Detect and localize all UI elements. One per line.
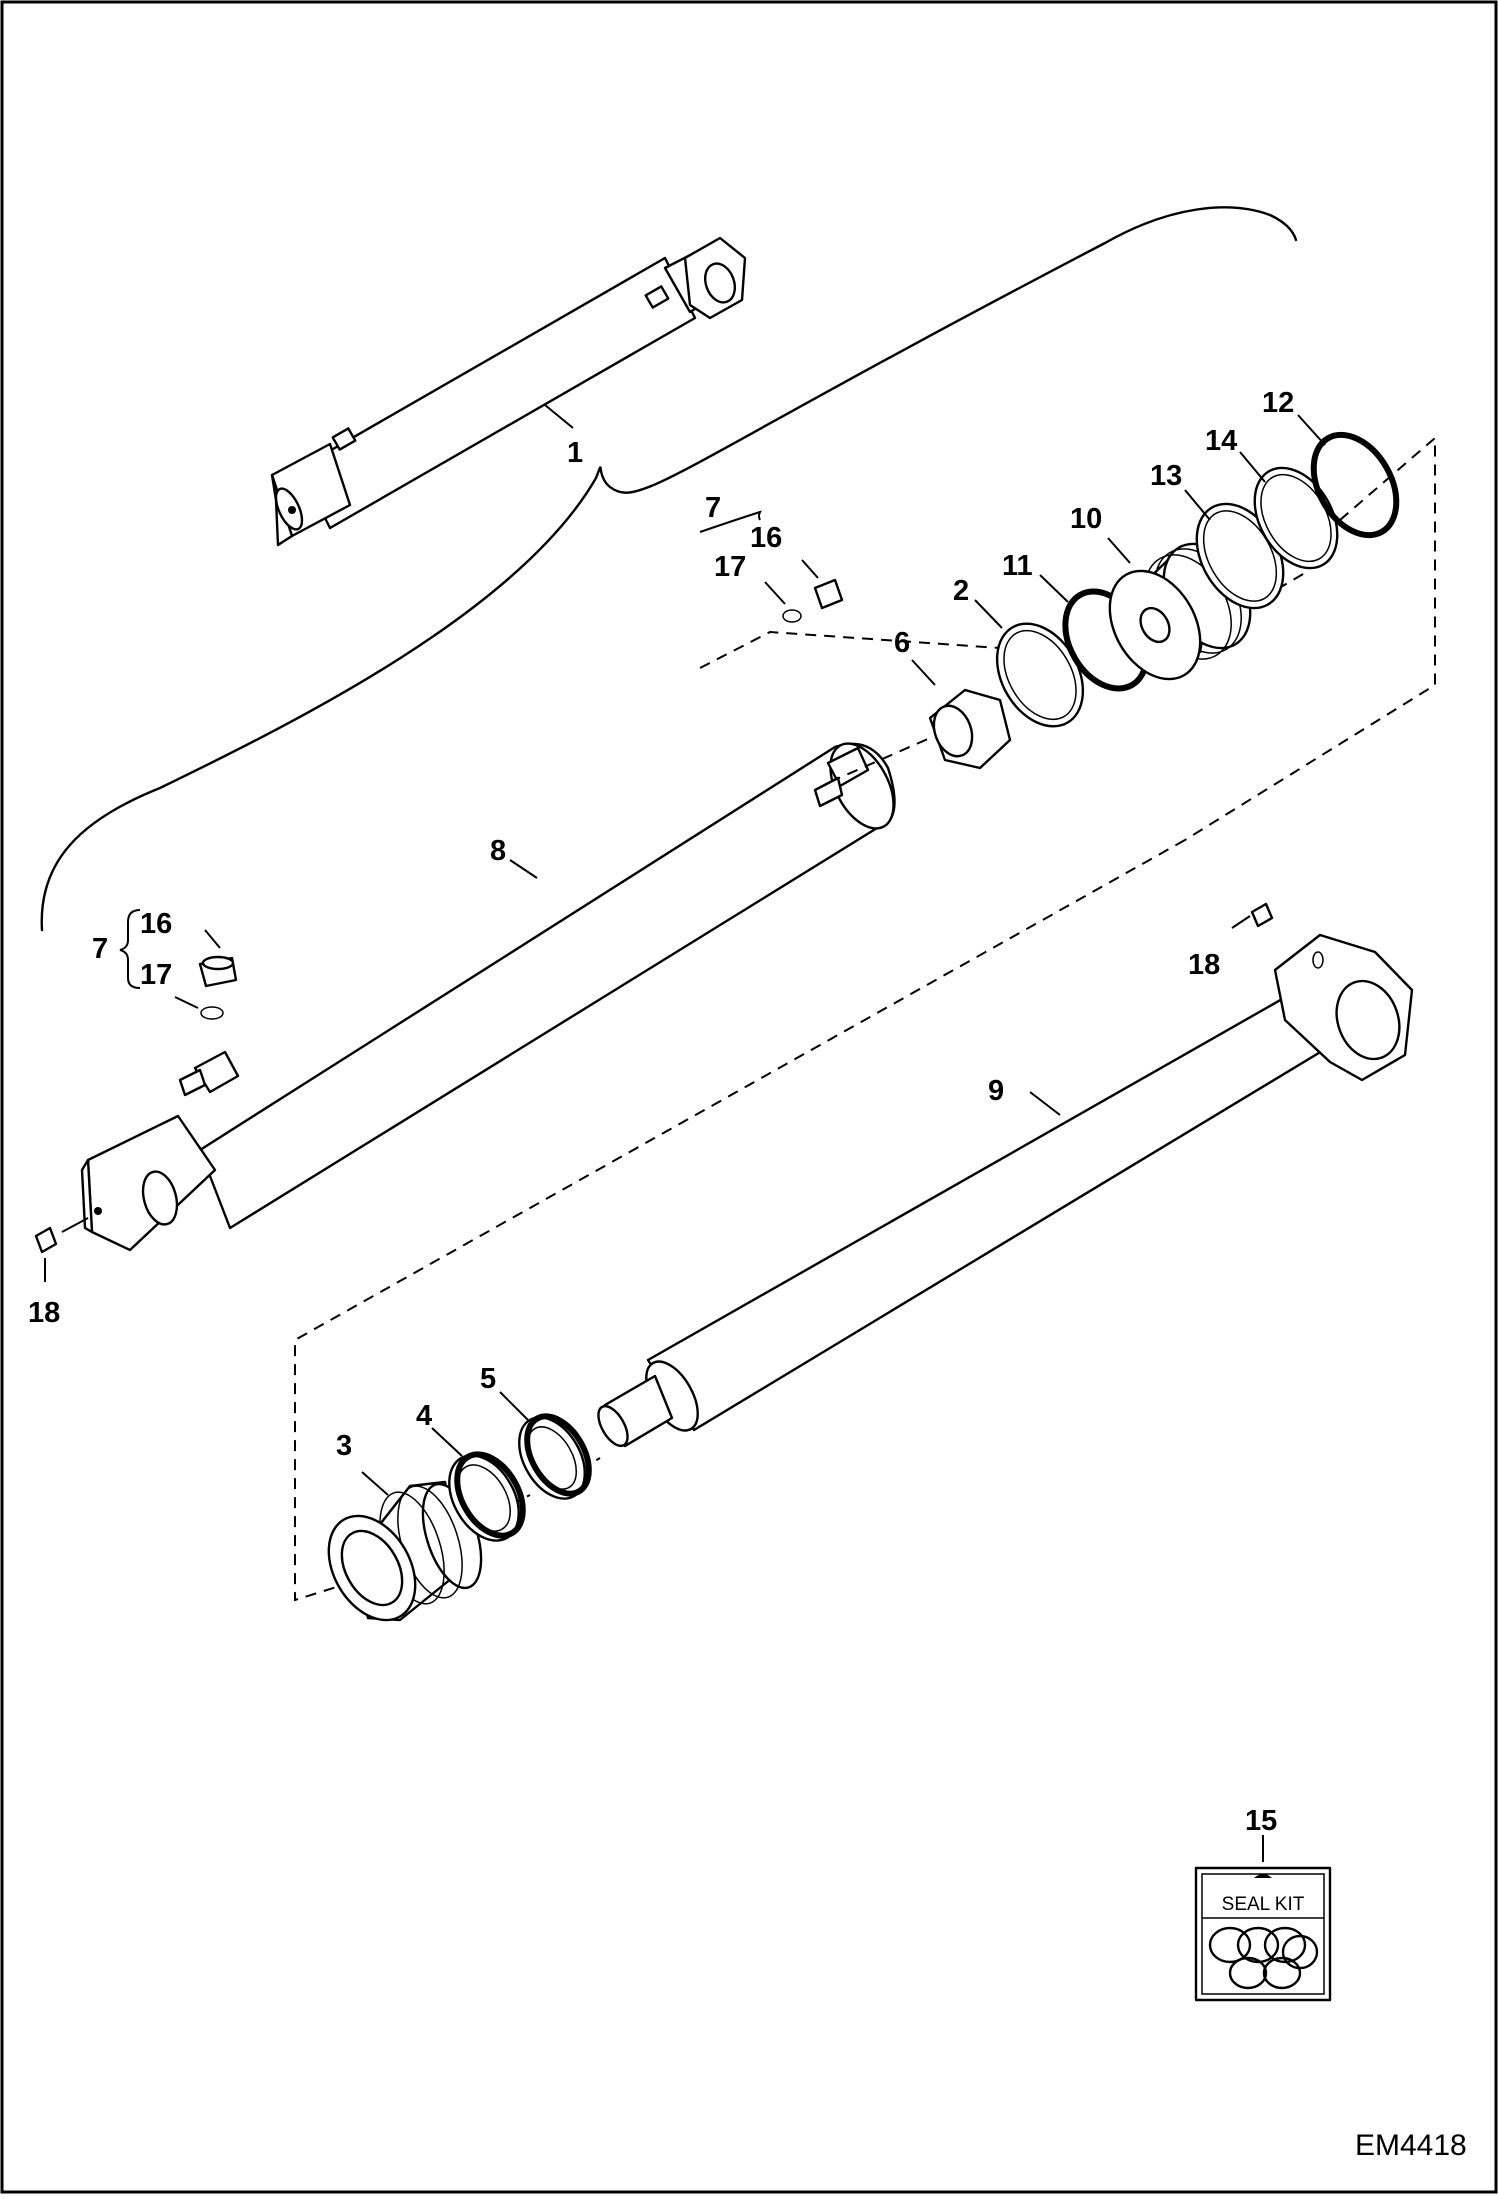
callout-16-lower: 16: [140, 908, 172, 940]
callout-12: 12: [1262, 387, 1294, 419]
grease-fitting-front: [1231, 902, 1274, 929]
barrel-drawing: [80, 742, 896, 1252]
callout-13: 13: [1150, 460, 1182, 492]
callout-7-upper: 7: [705, 492, 721, 524]
explode-path-lower: [294, 839, 1186, 1602]
bracket-7-lower: [119, 909, 141, 989]
group-bracket: [40, 206, 1298, 932]
rod-seal-4: [431, 1427, 526, 1542]
bracket-7-upper: [699, 510, 762, 533]
callout-18-front: 18: [1188, 949, 1220, 981]
callout-18-rear: 18: [28, 1297, 60, 1329]
callout-6: 6: [894, 627, 910, 659]
callout-5: 5: [480, 1363, 496, 1395]
callout-9: 9: [988, 1075, 1004, 1107]
head-3: [327, 1471, 483, 1622]
port-plug-front: [764, 559, 844, 623]
callout-17-lower: 17: [140, 959, 172, 991]
seal-kit-card: [1194, 1835, 1332, 2002]
callout-4: 4: [416, 1400, 432, 1432]
rod-drawing: [597, 933, 1414, 1448]
grease-fitting-rear: [34, 1217, 89, 1282]
callout-15: 15: [1245, 1805, 1277, 1837]
port-plug-rear: [174, 929, 238, 1020]
seal-kit-label: SEAL KIT: [1222, 1894, 1305, 1915]
cylinder-assembly-drawing: [270, 236, 747, 547]
callout-11: 11: [1002, 550, 1033, 582]
callout-10: 10: [1070, 503, 1102, 535]
callout-17-upper: 17: [714, 551, 746, 583]
wiper-seal-5: [499, 1391, 592, 1500]
callout-16-upper: 16: [750, 522, 782, 554]
callout-14: 14: [1205, 425, 1237, 457]
callout-1: 1: [567, 437, 583, 469]
piston-10: [1107, 537, 1252, 681]
callout-7-lower: 7: [92, 933, 108, 965]
piston-nut: [911, 659, 1012, 770]
o-ring-12: [1297, 414, 1400, 539]
explode-path-upper: [699, 435, 1436, 841]
drawing-id: EM4418: [1355, 2129, 1467, 2162]
callout-2: 2: [953, 575, 969, 607]
callout-8: 8: [490, 835, 506, 867]
callout-3: 3: [336, 1430, 352, 1462]
